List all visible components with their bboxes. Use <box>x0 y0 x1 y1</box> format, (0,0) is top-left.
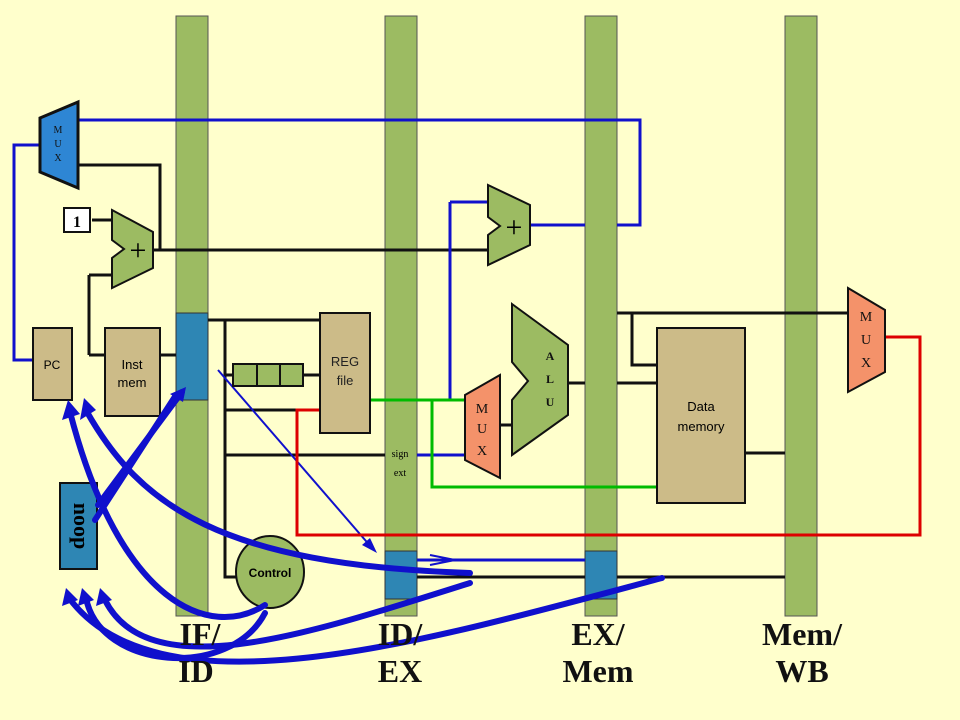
data-memory <box>656 327 746 504</box>
alu-letter-u: U <box>546 395 555 409</box>
instruction-field-1 <box>232 363 258 387</box>
constant-one-label: 1 <box>73 214 81 231</box>
stage-label-ex-mem-top: EX/ <box>571 616 625 652</box>
alu-letter-l: L <box>546 372 554 386</box>
stage-label-ex-mem-bottom: Mem <box>562 653 633 689</box>
stage-label-id-ex-top: ID/ <box>378 616 424 652</box>
constant-one <box>63 207 91 233</box>
alu <box>511 302 569 457</box>
branch-adder <box>487 183 531 267</box>
reg-file-label-2: file <box>337 373 354 388</box>
stage-label-if-id-bottom: ID <box>178 653 214 689</box>
wb-mux-u: U <box>861 333 871 348</box>
blue-arrow-to-id-ex <box>217 369 373 549</box>
stall-arrowheads <box>62 387 186 606</box>
sign-ext-label-1: sign <box>392 449 409 460</box>
sign-ext-label-2: ext <box>394 468 406 479</box>
noop-box <box>59 482 98 570</box>
pc-label: PC <box>44 358 61 372</box>
register-file <box>319 312 371 434</box>
stage-label-mem-wb-top: Mem/ <box>762 616 843 652</box>
green-wires <box>370 398 657 489</box>
stage-label-id-ex-bottom: EX <box>378 653 422 689</box>
id-ex-control-field <box>384 550 418 600</box>
pc-mux <box>38 99 80 191</box>
noop-label: noop <box>69 503 94 549</box>
data-memory-label-2: memory <box>678 419 725 434</box>
arrowhead <box>362 538 377 553</box>
black-wires <box>66 163 848 579</box>
pc-adder-plus: + <box>130 234 147 267</box>
ex-mem-register <box>584 15 618 617</box>
id-ex-register <box>384 15 418 617</box>
alu-letter-a: A <box>546 349 555 363</box>
alu-mux <box>464 373 501 480</box>
stage-label-if-id-top: IF/ <box>180 616 222 652</box>
data-memory-label-1: Data <box>687 399 715 414</box>
pc-mux-m: M <box>54 125 63 136</box>
pc-mux-x: X <box>54 153 62 164</box>
alu-mux-m: M <box>476 402 489 417</box>
instruction-field-2 <box>256 363 281 387</box>
if-id-instruction-field <box>175 312 209 401</box>
instruction-field-3 <box>279 363 304 387</box>
reg-file-label-1: REG <box>331 354 359 369</box>
branch-adder-plus: + <box>506 211 523 244</box>
inst-mem-label-1: Inst <box>122 357 143 372</box>
control-label: Control <box>249 566 292 580</box>
stage-label-mem-wb-bottom: WB <box>775 653 828 689</box>
stall-arrows <box>66 389 665 665</box>
writeback-mux <box>847 286 886 394</box>
pc-register <box>32 327 73 401</box>
alu-mux-x: X <box>477 444 487 459</box>
mem-wb-register <box>784 15 818 617</box>
alu-mux-u: U <box>477 422 487 437</box>
wb-mux-x: X <box>861 356 871 371</box>
pc-mux-u: U <box>54 139 62 150</box>
inst-mem-label-2: mem <box>118 375 147 390</box>
red-wires <box>295 335 922 537</box>
wb-mux-m: M <box>860 310 873 325</box>
instruction-memory <box>104 327 161 417</box>
pc-adder <box>111 208 154 290</box>
